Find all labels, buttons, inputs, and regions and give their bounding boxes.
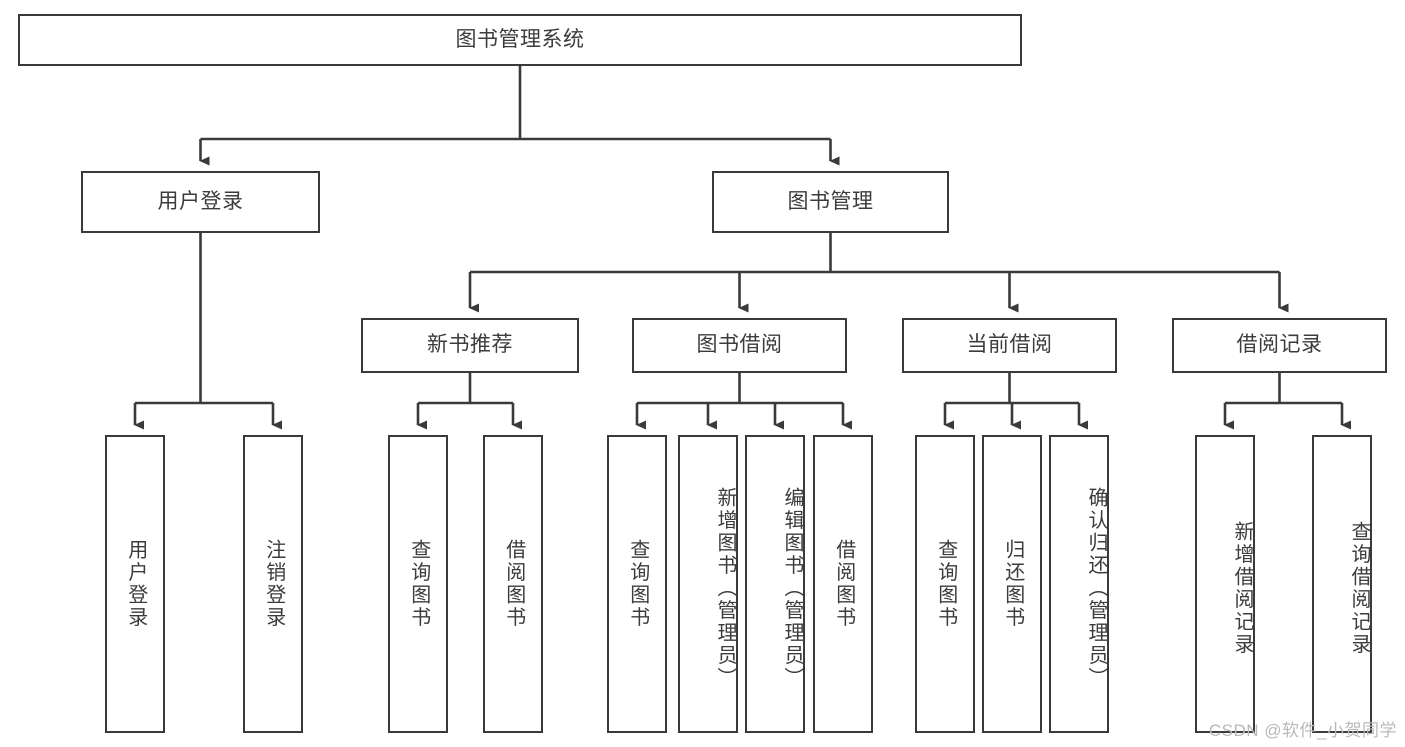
node-current-borrow[interactable]: 当前借阅 bbox=[902, 318, 1117, 373]
node-label-current-borrow: 当前借阅 bbox=[966, 333, 1053, 357]
node-leaf-user-login[interactable]: 用户登录 bbox=[105, 435, 165, 733]
node-leaf-borrow-book[interactable]: 借阅图书 bbox=[813, 435, 873, 733]
node-label-leaf-borrow-book: 借阅图书 bbox=[832, 539, 855, 629]
node-book-management[interactable]: 图书管理 bbox=[712, 171, 949, 233]
node-leaf-borrow-book-rec[interactable]: 借阅图书 bbox=[483, 435, 543, 733]
node-user-login[interactable]: 用户登录 bbox=[81, 171, 320, 233]
node-label-book-borrow: 图书借阅 bbox=[696, 333, 783, 357]
node-borrow-record[interactable]: 借阅记录 bbox=[1172, 318, 1387, 373]
node-label-leaf-return-book: 归还图书 bbox=[1001, 539, 1024, 629]
node-label-root: 图书管理系统 bbox=[455, 27, 585, 51]
node-leaf-query-book-current[interactable]: 查询图书 bbox=[915, 435, 975, 733]
node-label-leaf-confirm-return: 确认归还（管理员） bbox=[1085, 486, 1107, 690]
node-leaf-confirm-return[interactable]: 确认归还（管理员） bbox=[1049, 435, 1109, 733]
node-leaf-query-borrow-record[interactable]: 查询借阅记录 bbox=[1312, 435, 1372, 733]
node-label-user-login: 用户登录 bbox=[157, 189, 244, 213]
watermark-text: CSDN @软件_小贺同学 bbox=[1208, 721, 1397, 740]
node-leaf-add-borrow-record[interactable]: 新增借阅记录 bbox=[1195, 435, 1255, 733]
node-leaf-query-book-borrow[interactable]: 查询图书 bbox=[607, 435, 667, 733]
node-label-leaf-add-borrow-record: 新增借阅记录 bbox=[1231, 520, 1253, 656]
node-label-new-book-recommend: 新书推荐 bbox=[427, 333, 513, 357]
node-label-leaf-logout-login: 注销登录 bbox=[262, 539, 285, 629]
node-label-leaf-query-borrow-record: 查询借阅记录 bbox=[1348, 520, 1370, 656]
node-label-leaf-query-book-current: 查询图书 bbox=[934, 539, 957, 629]
node-label-book-management: 图书管理 bbox=[787, 189, 874, 213]
node-label-leaf-query-book-rec: 查询图书 bbox=[407, 539, 430, 629]
node-root[interactable]: 图书管理系统 bbox=[18, 14, 1022, 66]
node-label-leaf-borrow-book-rec: 借阅图书 bbox=[502, 539, 525, 629]
node-label-leaf-query-book-borrow: 查询图书 bbox=[626, 539, 649, 629]
node-label-borrow-record: 借阅记录 bbox=[1236, 333, 1323, 357]
node-label-leaf-add-book: 新增图书（管理员） bbox=[714, 486, 736, 690]
node-label-leaf-user-login: 用户登录 bbox=[124, 539, 147, 629]
node-book-borrow[interactable]: 图书借阅 bbox=[632, 318, 847, 373]
node-leaf-add-book[interactable]: 新增图书（管理员） bbox=[678, 435, 738, 733]
node-new-book-recommend[interactable]: 新书推荐 bbox=[361, 318, 579, 373]
node-label-leaf-edit-book: 编辑图书（管理员） bbox=[781, 486, 803, 690]
node-leaf-return-book[interactable]: 归还图书 bbox=[982, 435, 1042, 733]
node-leaf-logout-login[interactable]: 注销登录 bbox=[243, 435, 303, 733]
node-leaf-query-book-rec[interactable]: 查询图书 bbox=[388, 435, 448, 733]
node-leaf-edit-book[interactable]: 编辑图书（管理员） bbox=[745, 435, 805, 733]
